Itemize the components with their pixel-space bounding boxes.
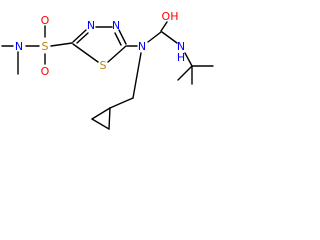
bond-ring-c5-n4 [72,29,87,43]
atom-label-urea-nh-h: H [177,51,185,64]
bond-n-ch2 [132,52,142,99]
atom-labels: S O O N S N N N OH N H [15,10,185,78]
bond-n-carbonyl-c [147,31,162,43]
atom-label-sulfonyl-o-top: O [41,14,50,27]
bond-s-ring-c [50,42,73,47]
bond-cyclopropyl-a [108,107,111,130]
atom-label-urea-nh-n: N [177,40,185,53]
atom-label-sulfonyl-o-bottom: O [41,65,50,78]
atom-label-dimethylamine-n: N [15,40,23,53]
bond-carbonyl-c-nh [161,31,178,44]
atom-label-urea-oh: OH [162,10,179,23]
bond-ch2-cyclopropyl [109,97,134,109]
molecule-diagram: S O O N S N N N OH N H [1,10,214,130]
bonds [1,21,214,130]
bond-cyclopropyl-b [91,118,110,130]
bond-cyclopropyl-c [91,107,111,120]
bond-ring-n3-c2-double [114,32,122,46]
atom-label-sulfonyl-s: S [42,40,49,53]
atom-label-ring-s: S [100,59,107,72]
bond-carbonyl-c-o [160,21,168,32]
atom-label-ring-n-left: N [87,19,95,32]
bond-ring-s1-c5 [72,43,99,63]
bond-ring-n3-c2 [118,29,127,45]
bond-ring-c2-s1 [107,45,127,63]
bond-nh-tbu [184,52,193,67]
atom-label-ring-n-right: N [112,19,120,32]
atom-label-urea-n: N [138,40,146,53]
bond-tbu-methyl-left [177,65,193,81]
bond-ring-c5-n4-double [76,32,89,44]
